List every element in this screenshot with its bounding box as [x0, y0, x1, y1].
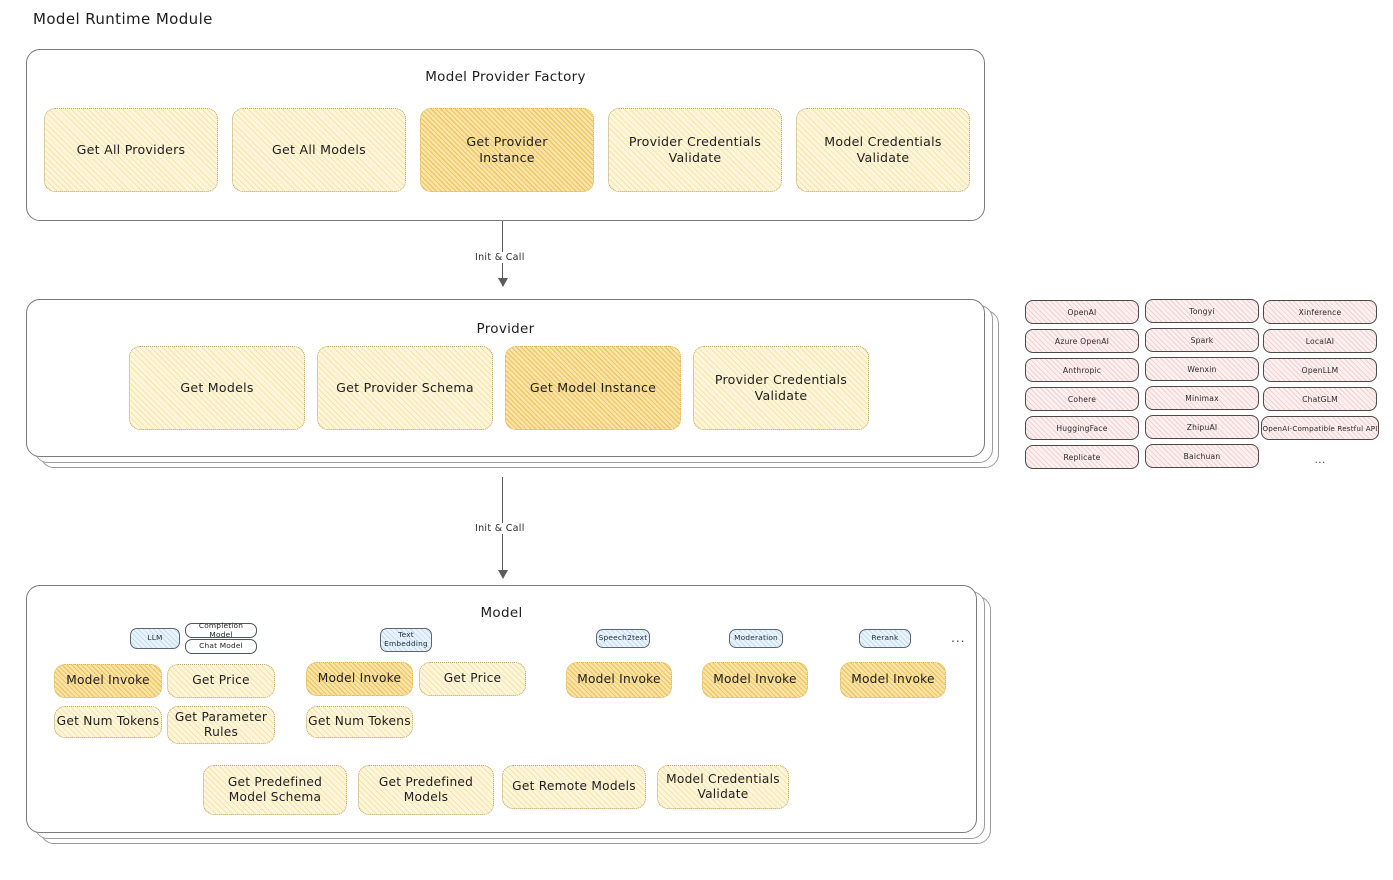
moderation-method-model-invoke[interactable]: Model Invoke [702, 662, 808, 698]
arrow-factory-to-provider-head [498, 278, 508, 287]
provider-chip-minimax[interactable]: Minimax [1145, 386, 1259, 410]
text-embedding-method-get-num-tokens[interactable]: Get Num Tokens [306, 706, 413, 738]
llm-method-get-parameter-rules[interactable]: Get Parameter Rules [167, 706, 275, 744]
factory-box-get-provider-instance[interactable]: Get Provider Instance [420, 108, 594, 192]
factory-box-model-credentials-validate[interactable]: Model Credentials Validate [796, 108, 970, 192]
model-types-more-indicator: ... [951, 631, 966, 645]
llm-method-model-invoke[interactable]: Model Invoke [54, 664, 162, 698]
provider-chip-tongyi[interactable]: Tongyi [1145, 299, 1259, 323]
model-common-get-predefined-models[interactable]: Get Predefined Models [358, 765, 494, 815]
provider-chip-openllm[interactable]: OpenLLM [1263, 358, 1377, 382]
model-type-pill-moderation[interactable]: Moderation [729, 629, 783, 648]
model-common-model-credentials-validate[interactable]: Model Credentials Validate [657, 765, 789, 809]
text-embedding-method-model-invoke[interactable]: Model Invoke [306, 662, 413, 696]
provider-chip-anthropic[interactable]: Anthropic [1025, 358, 1139, 382]
model-type-pill-llm[interactable]: LLM [130, 628, 180, 649]
factory-box-get-all-providers[interactable]: Get All Providers [44, 108, 218, 192]
model-common-get-remote-models[interactable]: Get Remote Models [502, 765, 646, 809]
page-title: Model Runtime Module [33, 10, 213, 28]
provider-title: Provider [476, 321, 535, 337]
model-subtype-pill-completion-model[interactable]: Completion Model [185, 621, 257, 638]
provider-box-get-provider-schema[interactable]: Get Provider Schema [317, 346, 493, 430]
provider-chip-openai-compatible-restful-api[interactable]: OpenAI-Compatible Restful API [1261, 416, 1379, 440]
arrow-provider-to-model-head [498, 570, 508, 579]
provider-chip-spark[interactable]: Spark [1145, 328, 1259, 352]
provider-chip-azure-openai[interactable]: Azure OpenAI [1025, 329, 1139, 353]
provider-chip-wenxin[interactable]: Wenxin [1145, 357, 1259, 381]
rerank-method-model-invoke[interactable]: Model Invoke [840, 662, 946, 698]
provider-chip-more: ... [1314, 452, 1326, 466]
provider-chip-baichuan[interactable]: Baichuan [1145, 444, 1259, 468]
arrow-factory-to-provider-label: Init & Call [471, 252, 529, 263]
provider-box-get-models[interactable]: Get Models [129, 346, 305, 430]
model-type-pill-rerank[interactable]: Rerank [859, 629, 911, 648]
text-embedding-method-get-price[interactable]: Get Price [419, 662, 526, 696]
arrow-provider-to-model-label: Init & Call [471, 523, 529, 534]
model-common-get-predefined-model-schema[interactable]: Get Predefined Model Schema [203, 765, 347, 815]
provider-chip-chatglm[interactable]: ChatGLM [1263, 387, 1377, 411]
provider-chip-xinference[interactable]: Xinference [1263, 300, 1377, 324]
provider-chip-cohere[interactable]: Cohere [1025, 387, 1139, 411]
provider-chip-replicate[interactable]: Replicate [1025, 445, 1139, 469]
model-type-pill-speech2text[interactable]: Speech2text [596, 629, 650, 648]
model-provider-factory-title: Model Provider Factory [425, 69, 586, 85]
factory-box-get-all-models[interactable]: Get All Models [232, 108, 406, 192]
provider-box-get-model-instance[interactable]: Get Model Instance [505, 346, 681, 430]
factory-box-provider-credentials-validate[interactable]: Provider Credentials Validate [608, 108, 782, 192]
llm-method-get-num-tokens[interactable]: Get Num Tokens [54, 706, 162, 738]
llm-method-get-price[interactable]: Get Price [167, 664, 275, 698]
provider-chip-openai[interactable]: OpenAI [1025, 300, 1139, 324]
model-type-pill-text-embedding[interactable]: Text Embedding [380, 628, 432, 652]
provider-chip-huggingface[interactable]: HuggingFace [1025, 416, 1139, 440]
speech2text-method-model-invoke[interactable]: Model Invoke [566, 662, 672, 698]
provider-box-provider-credentials-validate[interactable]: Provider Credentials Validate [693, 346, 869, 430]
model-subtype-pill-chat-model[interactable]: Chat Model [185, 639, 257, 654]
provider-chip-localai[interactable]: LocalAI [1263, 329, 1377, 353]
provider-chip-zhipuai[interactable]: ZhipuAI [1145, 415, 1259, 439]
model-title: Model [480, 605, 523, 621]
